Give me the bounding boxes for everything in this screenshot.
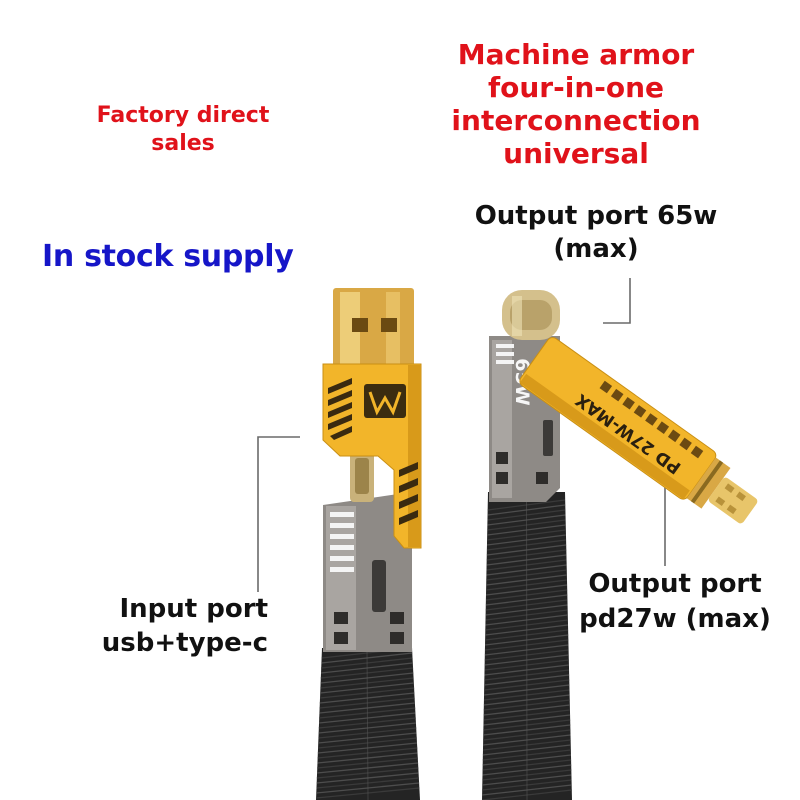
armor-stripe <box>399 462 418 477</box>
callout-line: pd27w (max) <box>579 604 771 634</box>
housing-hole <box>390 632 404 644</box>
housing-hole <box>334 612 348 624</box>
armor-stripe <box>328 402 352 418</box>
callout-line: usb+type-c <box>101 628 268 658</box>
white-stripe <box>496 360 514 364</box>
arm-vent <box>667 429 681 443</box>
logo-mark <box>368 391 402 416</box>
armor-stripe <box>328 414 352 430</box>
usb-a-highlight <box>340 292 360 368</box>
usb-a-hole <box>352 318 368 332</box>
cable-braid-seam <box>526 499 528 800</box>
headline-line: sales <box>151 131 215 156</box>
white-stripe <box>330 556 354 561</box>
input-cable <box>316 288 422 800</box>
arm-vent <box>610 388 624 402</box>
arm-vent <box>645 413 658 426</box>
leader-line-output-65w <box>603 278 631 324</box>
white-stripe <box>330 512 354 517</box>
headline-factory-direct: Factory direct sales <box>53 102 313 158</box>
callout-output-65w: Output port 65w (max) <box>446 200 746 266</box>
headline-machine-armor: Machine armor four-in-one interconnectio… <box>426 38 726 170</box>
white-stripe <box>330 523 354 528</box>
housing-hole <box>390 612 404 624</box>
white-stripe <box>496 344 514 348</box>
armor-stripe <box>330 426 352 440</box>
yellow-armor-housing <box>322 363 422 549</box>
type-c-connector-left <box>350 452 374 502</box>
arm-vent <box>656 421 670 434</box>
lightning-ring-groove <box>690 460 724 504</box>
arm-vent <box>622 396 635 410</box>
armor-stripe <box>328 390 352 406</box>
armor-stripe <box>399 510 418 525</box>
lightning-tip <box>708 477 758 524</box>
headline-line: Machine armor <box>457 38 695 71</box>
output-cable: 65W <box>481 290 758 800</box>
lightning-contact <box>726 504 737 515</box>
headline-line: interconnection <box>451 104 701 137</box>
grey-housing-highlight <box>326 506 356 650</box>
white-stripe <box>330 534 354 539</box>
housing-hole <box>496 472 508 484</box>
output-cable-braid-texture <box>481 499 572 800</box>
type-c-connector-right <box>502 290 560 340</box>
w-logo-icon <box>364 384 406 418</box>
callout-line: Output port 65w <box>474 201 718 231</box>
arm-vent <box>690 445 704 459</box>
type-c-housing-left <box>323 494 412 652</box>
leader-line-input <box>257 436 300 592</box>
callout-line: (max) <box>553 234 639 264</box>
stock-label: In stock supply <box>42 239 294 274</box>
callout-line: Output port <box>588 569 762 599</box>
headline-line: universal <box>503 137 649 170</box>
housing-groove <box>543 420 553 456</box>
housing-hole <box>536 472 548 484</box>
housing-hole <box>496 452 508 464</box>
callout-line: Input port <box>119 594 268 624</box>
armor-stripe <box>399 494 418 509</box>
callout-input-port: Input port usb+type-c <box>18 592 268 660</box>
usb-a-connector <box>333 288 414 372</box>
armor-stripe <box>328 378 352 394</box>
housing-groove <box>372 560 386 612</box>
white-stripe <box>330 545 354 550</box>
white-stripe <box>496 352 514 356</box>
white-stripe <box>330 567 354 572</box>
arm-vent <box>633 405 647 418</box>
headline-line: Factory direct <box>96 103 270 128</box>
type-c-slot <box>355 458 369 494</box>
type-c-highlight <box>512 296 522 336</box>
lightning-contact <box>735 491 746 502</box>
lightning-contact <box>724 483 735 493</box>
armor-stripe <box>399 478 418 493</box>
callout-output-pd27w: Output port pd27w (max) <box>555 567 795 637</box>
headline-line: four-in-one <box>487 71 665 104</box>
arm-vent <box>679 437 692 451</box>
lightning-contact <box>715 496 726 506</box>
usb-a-hole <box>381 318 397 332</box>
cable-braid-seam <box>366 647 369 800</box>
housing-hole <box>334 632 348 644</box>
arm-vent <box>599 380 613 394</box>
lightning-arm-shade <box>519 373 690 500</box>
